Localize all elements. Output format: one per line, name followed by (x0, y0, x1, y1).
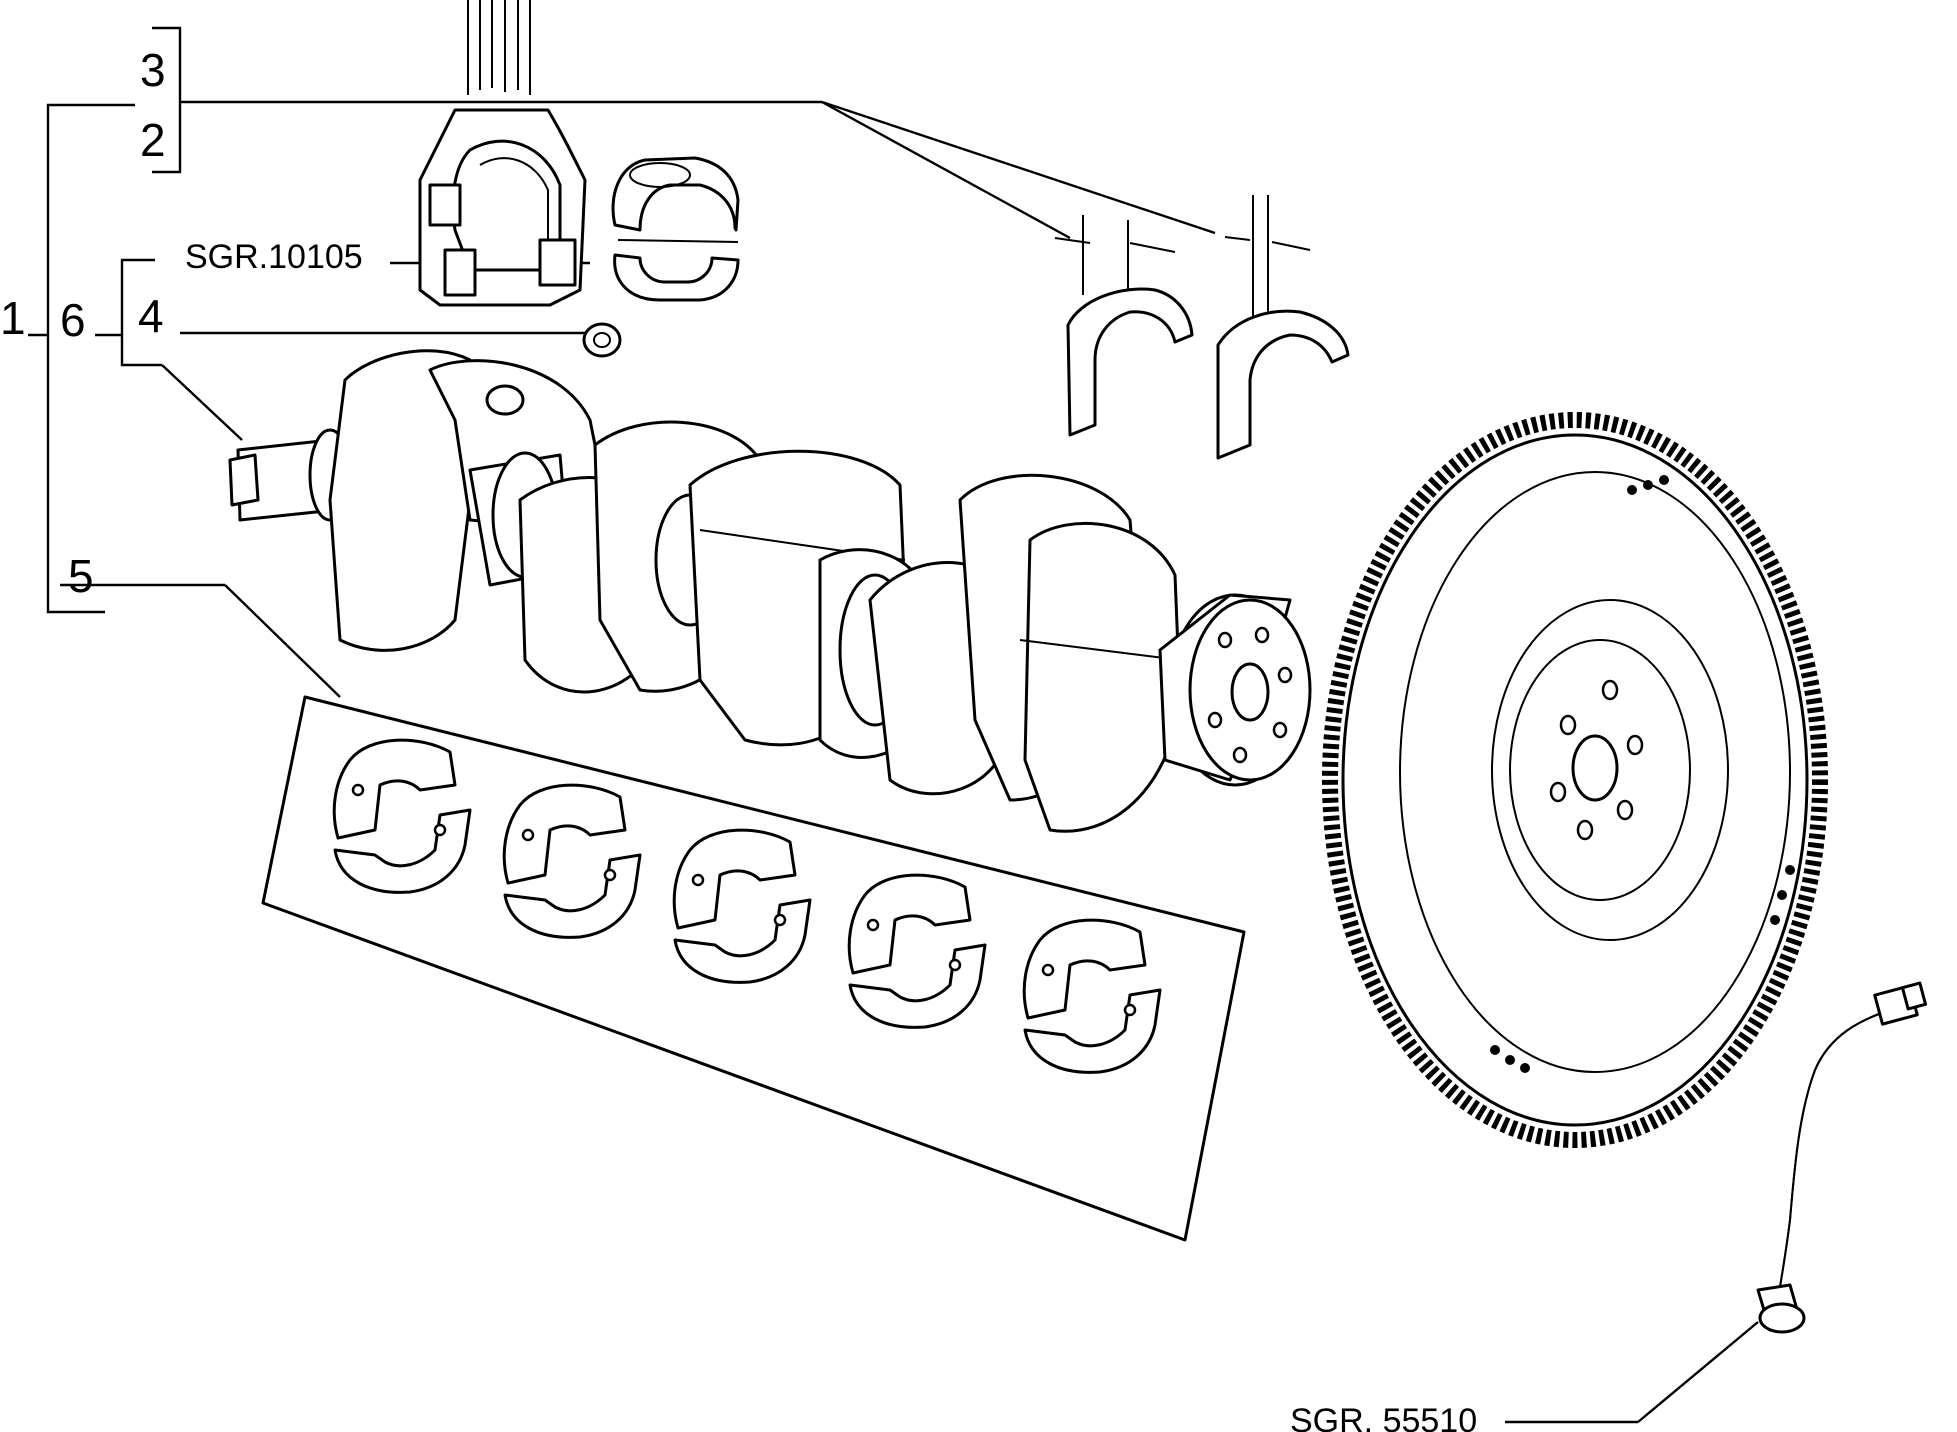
callout-3: 3 (140, 44, 166, 96)
ref-sgr-10105: SGR.10105 (185, 238, 363, 276)
ref-sgr-55510: SGR. 55510 (1290, 1402, 1477, 1432)
bearing-pair-4 (847, 873, 987, 1029)
callout-4: 4 (138, 290, 164, 342)
main-bearing-shells-set (261, 695, 1246, 1242)
crankshaft (228, 349, 1312, 833)
callout-1: 1 (0, 292, 26, 344)
callout-5: 5 (68, 550, 94, 602)
crank-nut (582, 322, 622, 358)
flywheel (1322, 412, 1828, 1148)
thrust-washers (1054, 195, 1350, 460)
bearing-pair-2 (502, 783, 642, 939)
bearing-pair-3 (672, 828, 812, 984)
conrod-bearing-shells (611, 156, 740, 302)
bearing-pair-1 (332, 738, 472, 894)
crank-position-sensor (1756, 981, 1928, 1334)
callout-2: 2 (140, 114, 166, 166)
callout-6: 6 (60, 294, 86, 346)
bearing-pair-5 (1022, 918, 1162, 1074)
connecting-rod-big-end (418, 0, 587, 307)
